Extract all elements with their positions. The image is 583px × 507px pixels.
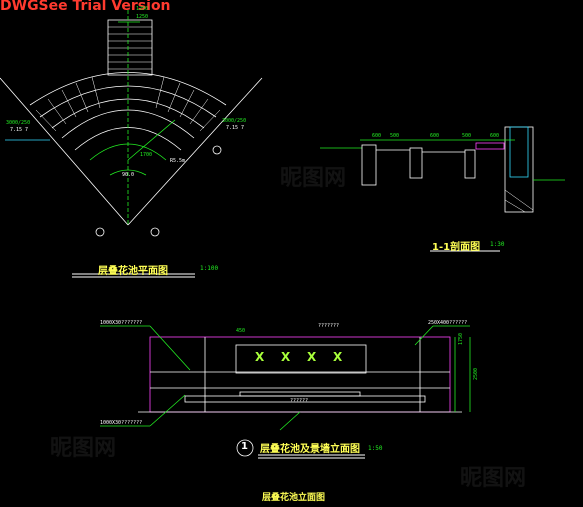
elev-label-bottom-mid: ?????? — [290, 398, 309, 404]
elev-title: 层叠花池及景墙立面图 — [260, 444, 360, 455]
section-view — [320, 126, 565, 213]
title-underlines — [72, 250, 500, 459]
elev-mark: X — [281, 350, 291, 364]
elev-label-top-right: 250X400?????? — [428, 320, 468, 326]
plan-dim-left-sub: 7.15 7 — [10, 127, 29, 133]
plan-dim-angle: 90.0 — [122, 172, 135, 178]
elev-right-dim: 1750 — [458, 332, 464, 345]
section-dim-4: 500 — [462, 133, 472, 139]
section-scale: 1:30 — [490, 241, 505, 248]
plan-view — [0, 10, 263, 237]
section-title: 1-1剖面图 — [432, 242, 481, 253]
section-dim-3: 600 — [430, 133, 440, 139]
elev-mark: X — [255, 350, 265, 364]
elev-box-dim: 450 — [236, 328, 246, 334]
plan-dim-top-a: 1250 — [136, 6, 149, 12]
ghost-watermark: 昵图网 — [460, 466, 527, 491]
elev-label-top-mid: ??????? — [318, 323, 340, 329]
section-dim-5: 600 — [490, 133, 500, 139]
elev-mark: X — [333, 350, 343, 364]
elev-mark: X — [307, 350, 317, 364]
plan-dim-right-sub: 7.15 7 — [226, 125, 245, 131]
plan-dim-mid: 1700 — [140, 152, 153, 158]
elev-right-dim-2: 2500 — [473, 367, 479, 380]
ghost-watermark: 昵图网 — [50, 436, 117, 461]
plan-title: 层叠花池平面图 — [98, 266, 168, 277]
elevation-view — [100, 325, 471, 457]
ghost-watermark: 昵图网 — [280, 166, 347, 191]
section-dim-1: 600 — [372, 133, 382, 139]
section-dim-2: 500 — [390, 133, 400, 139]
footer-title: 层叠花池立面图 — [262, 493, 326, 503]
plan-scale: 1:100 — [200, 265, 219, 272]
plan-dim-left: 3000/250 — [6, 120, 31, 126]
elev-label-bottom-left: 1000X30??????? — [100, 420, 143, 426]
elev-label-top-left: 1000X30??????? — [100, 320, 143, 326]
plan-dim-right: 3000/250 — [222, 118, 247, 124]
trial-watermark: DWGSee Trial Version — [0, 0, 171, 14]
plan-dim-radius: R5.5m — [170, 158, 186, 164]
elev-scale: 1:50 — [368, 445, 383, 452]
plan-dim-top-b: 1250 — [136, 14, 149, 20]
elev-number: 1 — [241, 441, 248, 452]
